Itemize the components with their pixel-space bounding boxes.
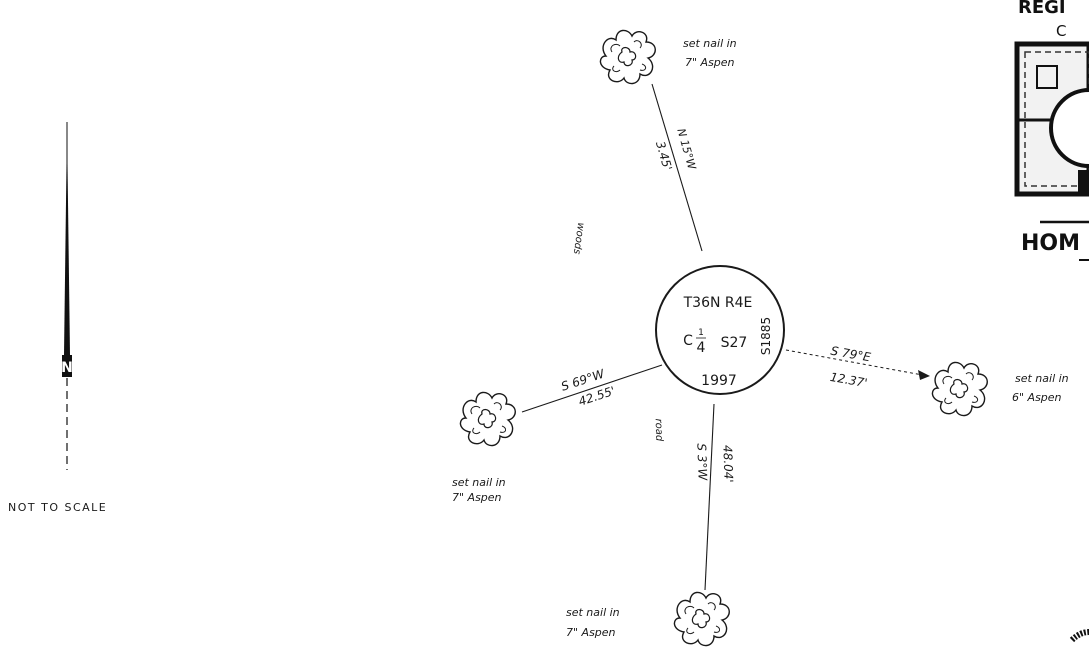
- west-tree-note-2: 7" Aspen: [452, 491, 502, 504]
- bearing-tree-south: set nail in 7" Aspen S 3°W 48.04': [566, 443, 736, 647]
- witness-lines: [521, 83, 930, 591]
- east-distance: 12.37': [829, 370, 869, 390]
- east-tree-note-2: 6" Aspen: [1012, 391, 1062, 404]
- aspen-tree-icon: [673, 591, 730, 647]
- corner-fraction-num: 1: [698, 328, 704, 338]
- north-label: N: [61, 360, 73, 376]
- monument-year: 1997: [701, 373, 737, 389]
- not-to-scale-note: NOT TO SCALE: [8, 501, 107, 514]
- woods-label: woods: [571, 222, 586, 255]
- section-label: S27: [721, 335, 748, 351]
- north-arrow: N: [61, 122, 73, 470]
- township-range: T36N R4E: [683, 295, 753, 311]
- surveyor-number: S1885: [759, 317, 773, 355]
- north-witness-line: [651, 83, 703, 252]
- west-witness-line: [521, 364, 663, 413]
- seal-sub-text: C: [1056, 22, 1066, 40]
- south-bearing: S 3°W: [694, 443, 709, 482]
- registration-seal: REGI C HOM: [1014, 0, 1089, 261]
- south-tree-note-2: 7" Aspen: [566, 626, 616, 639]
- west-tree-note-1: set nail in: [452, 476, 506, 489]
- aspen-tree-icon: [599, 29, 656, 85]
- seal-top-text: REGI: [1018, 0, 1066, 18]
- east-bearing: S 79°E: [830, 344, 873, 365]
- aspen-tree-icon: [931, 361, 988, 417]
- bearing-tree-east: set nail in 6" Aspen S 79°E 12.37': [829, 344, 1069, 417]
- aspen-tree-icon: [459, 391, 516, 447]
- corner-letter: C: [683, 333, 693, 349]
- east-witness-line: [785, 349, 929, 377]
- north-tree-note-1: set nail in: [683, 37, 737, 50]
- north-bearing: N 15°W: [674, 127, 698, 172]
- bearing-tree-west: set nail in 7" Aspen S 69°W 42.55': [452, 366, 617, 504]
- corner-monument: T36N R4E C 1 4 S27 S1885 1997: [655, 265, 785, 395]
- south-tree-note-1: set nail in: [566, 606, 620, 619]
- bearing-tree-north: set nail in 7" Aspen N 15°W 3.45': [599, 29, 737, 173]
- road-label: road: [653, 418, 665, 442]
- south-distance: 48.04': [720, 445, 735, 483]
- east-arrowhead: [918, 370, 930, 380]
- corner-fraction-den: 4: [697, 340, 706, 356]
- north-tree-note-2: 7" Aspen: [685, 56, 735, 69]
- east-tree-note-1: set nail in: [1015, 372, 1069, 385]
- south-witness-line: [704, 403, 715, 591]
- seal-bottom-text: HOM: [1021, 231, 1080, 256]
- seal-fragment: [1069, 629, 1089, 643]
- north-distance: 3.45': [653, 140, 675, 173]
